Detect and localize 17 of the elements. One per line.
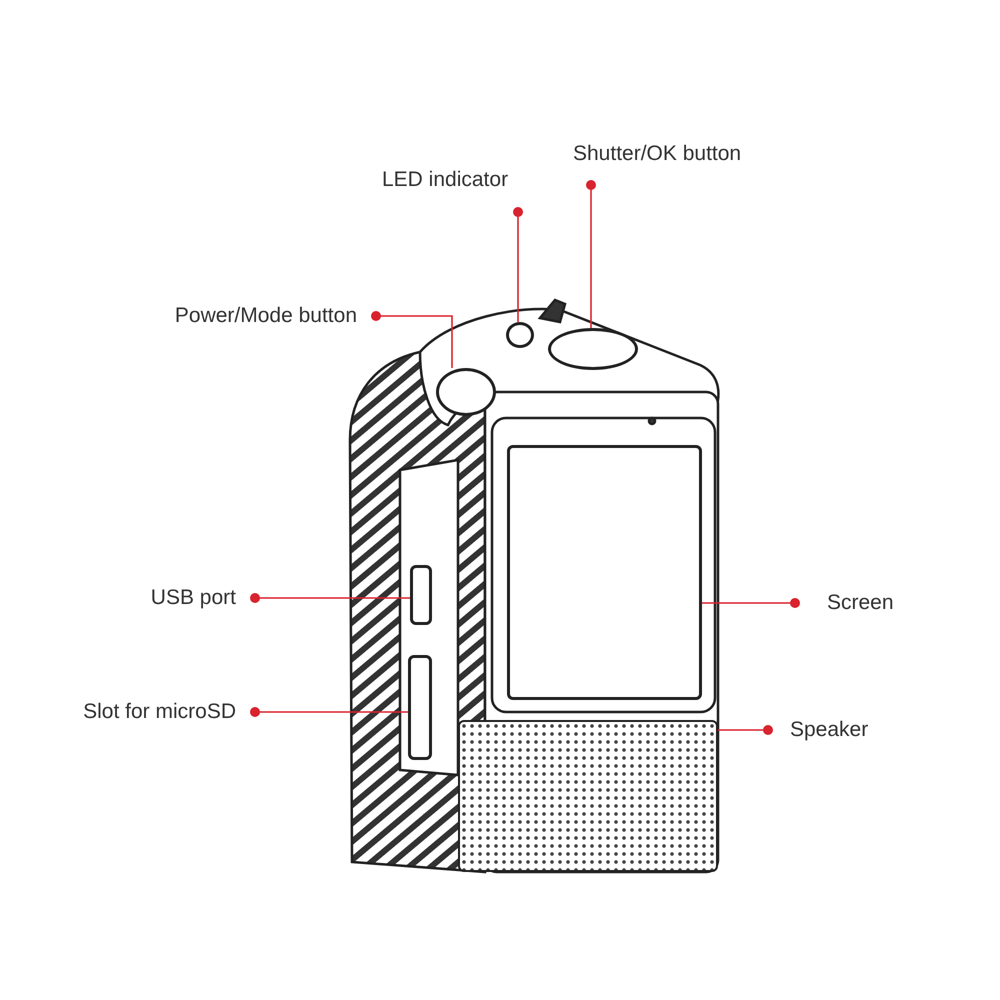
screen [507,445,702,700]
leader-line [371,311,453,368]
microsd-slot [408,655,432,760]
leader-line [513,207,523,322]
leader-line [586,180,596,328]
callout-label: Power/Mode button [174,304,376,328]
callout-label: Screen [795,591,894,615]
leader-line [702,598,800,608]
callout-label: Slot for microSD [83,700,255,724]
speaker-grille [458,720,718,872]
callout-label: LED indicator [382,168,508,212]
callout-label: USB port [150,586,255,610]
callout-label: Shutter/OK button [573,142,742,185]
leader-line [718,725,773,735]
leader-line [250,593,410,603]
callout-label: Speaker [768,718,868,742]
usb-port [410,565,432,625]
